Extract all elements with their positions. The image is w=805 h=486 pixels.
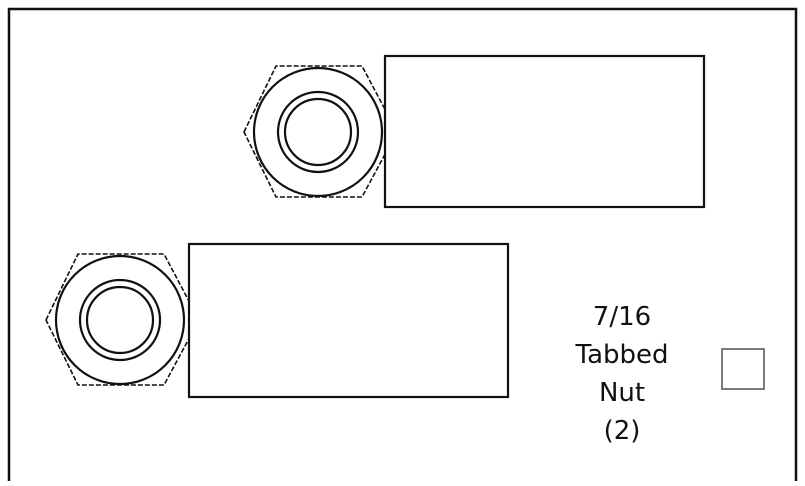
part-checkbox[interactable] bbox=[721, 348, 765, 390]
nut-2-middle-ring bbox=[78, 278, 162, 362]
nut-1-inner-ring bbox=[283, 97, 353, 167]
tabbed-nut-1 bbox=[243, 54, 706, 209]
part-name-line1: Tabbed bbox=[575, 340, 669, 370]
part-quantity: (2) bbox=[603, 416, 641, 446]
part-size: 7/16 bbox=[592, 302, 652, 332]
nut-1-tab bbox=[383, 54, 706, 209]
part-label: 7/16 Tabbed Nut (2) bbox=[552, 298, 692, 450]
tabbed-nut-2 bbox=[45, 242, 510, 399]
nut-2-outer-ring bbox=[54, 254, 186, 386]
panel-frame bbox=[7, 7, 798, 481]
nut-2-inner-ring bbox=[85, 285, 155, 355]
nut-1-outer-ring bbox=[252, 66, 384, 198]
nut-2-tab bbox=[187, 242, 510, 399]
nut-1-middle-ring bbox=[276, 90, 360, 174]
part-name-line2: Nut bbox=[598, 378, 646, 408]
